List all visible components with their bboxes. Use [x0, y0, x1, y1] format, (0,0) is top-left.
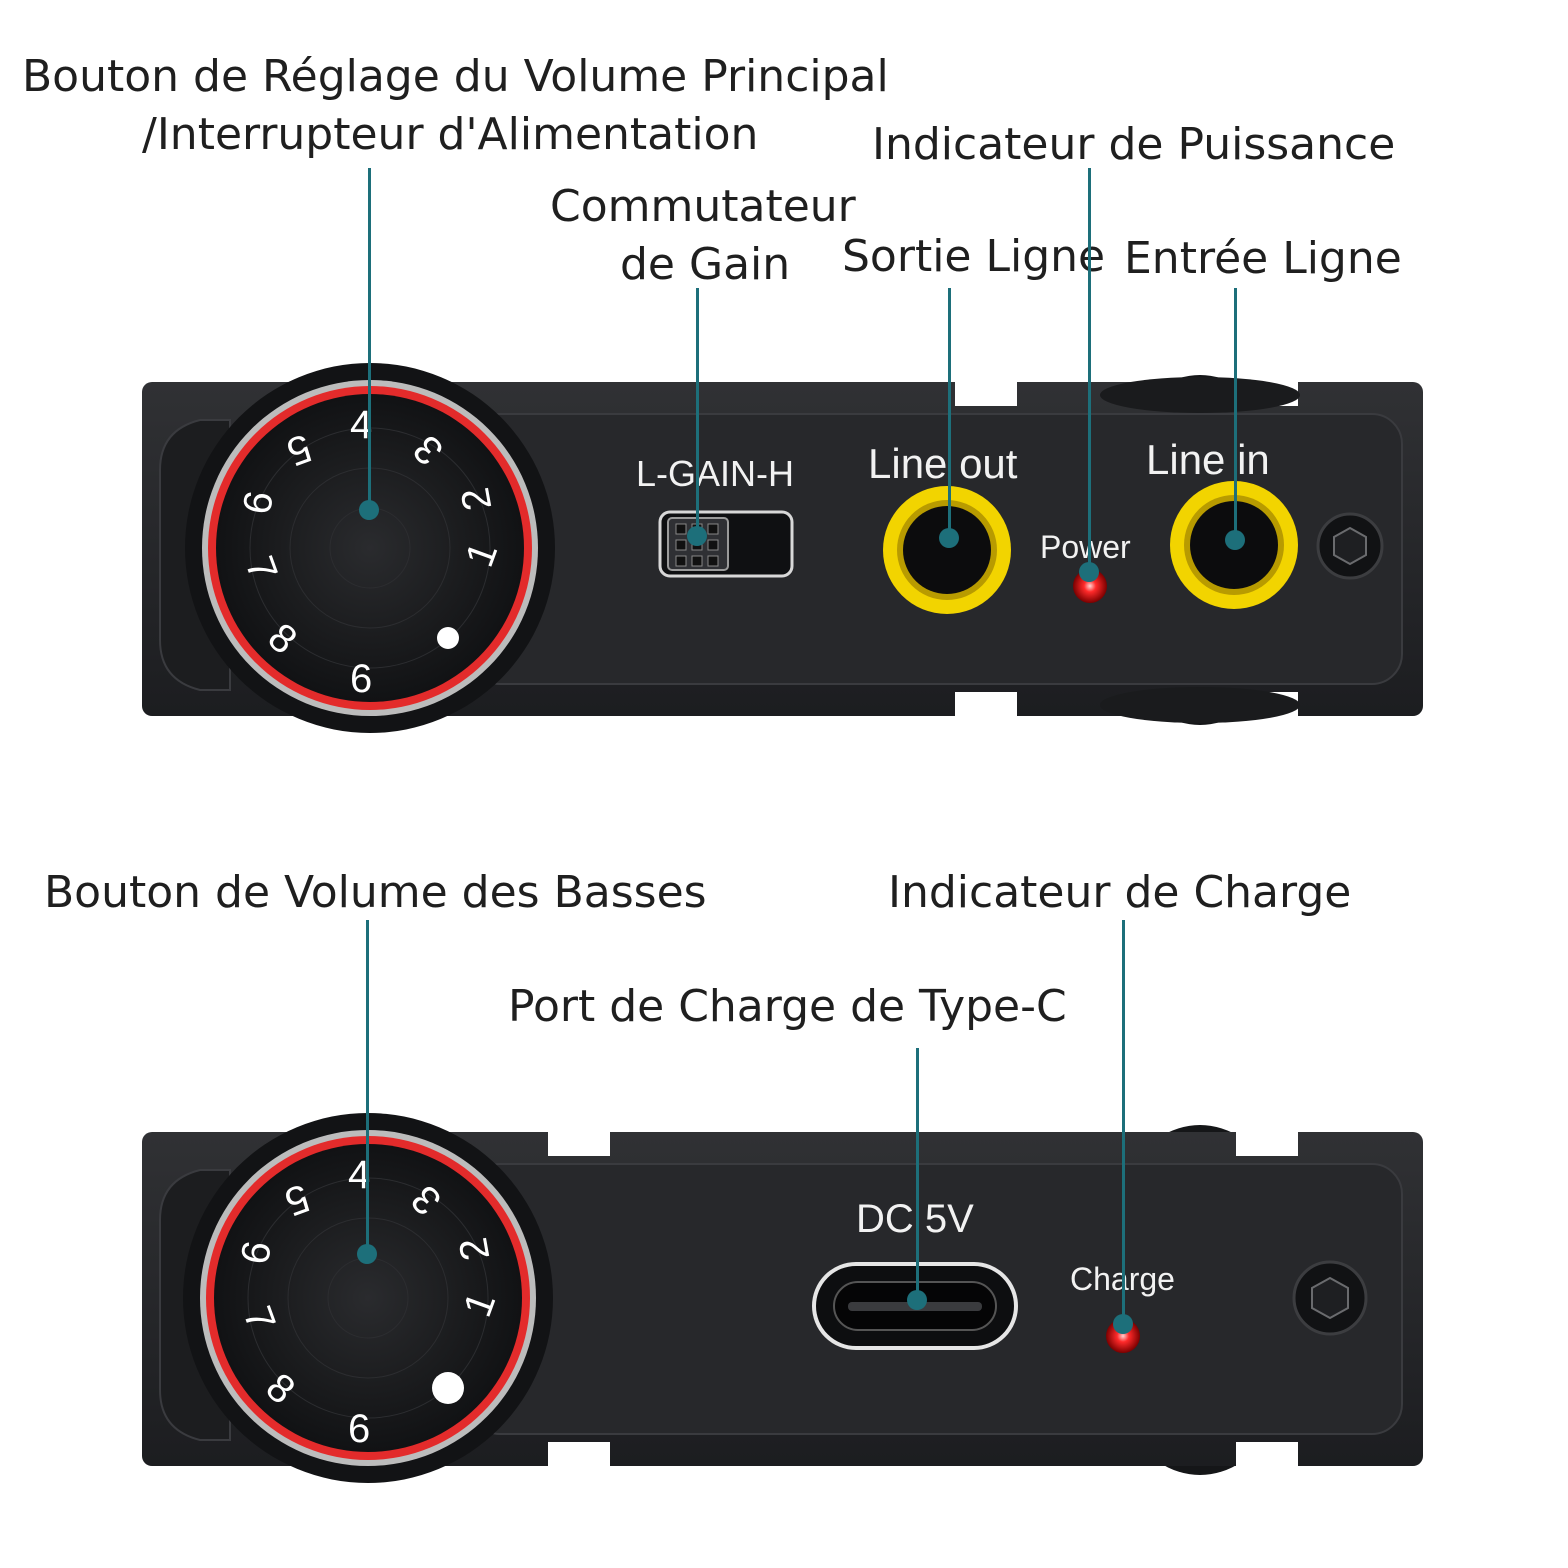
bass-volume-knob[interactable]: 1 2 3 4 5 6 7 8 9 [200, 1130, 536, 1466]
gain-switch-callout-line1: Commutateur [550, 181, 856, 232]
line-in-callout: Entrée Ligne [1124, 233, 1402, 284]
dc-device-label: DC 5V [856, 1197, 974, 1241]
bottom-device: 1 2 3 4 5 6 7 8 9 DC 5V Charge [142, 1113, 1423, 1483]
power-indicator-leader-line [1088, 168, 1091, 572]
line-out-pointer-dot [939, 528, 959, 548]
power-indicator-callout: Indicateur de Puissance [872, 119, 1396, 170]
line-in-leader-line [1234, 288, 1237, 540]
dial-number: 6 [348, 1407, 370, 1451]
bass-volume-dot-icon [432, 1372, 464, 1404]
line-in-pointer-dot [1225, 530, 1245, 550]
gain-device-label: L-GAIN-H [636, 453, 794, 494]
dial-number: 4 [350, 403, 372, 447]
bass-volume-leader-line [366, 920, 369, 1254]
gain-switch-callout-line2: de Gain [620, 239, 791, 290]
charge-indicator-leader-line [1122, 920, 1125, 1324]
dial-number: 4 [348, 1153, 370, 1197]
line-out-leader-line [948, 288, 951, 538]
type-c-port-pointer-dot [907, 1290, 927, 1310]
dial-number: 6 [350, 657, 372, 701]
bass-volume-pointer-dot [357, 1244, 377, 1264]
top-device: 1 2 3 4 5 6 7 8 9 L-GAIN-H Line out [142, 363, 1423, 733]
type-c-port-callout: Port de Charge de Type-C [508, 981, 1067, 1032]
gain-switch-leader-line [696, 288, 699, 536]
line-out-jack[interactable] [883, 486, 1011, 614]
power-device-label: Power [1040, 529, 1131, 565]
type-c-port-leader-line [916, 1048, 919, 1300]
main-volume-dot-icon [437, 627, 459, 649]
line-out-callout: Sortie Ligne [842, 231, 1106, 282]
main-volume-callout-line2: /Interrupteur d'Alimentation [142, 109, 759, 160]
main-volume-callout-line1: Bouton de Réglage du Volume Principal [22, 51, 889, 102]
main-volume-leader-line [368, 168, 371, 510]
gain-switch-pointer-dot [687, 526, 707, 546]
main-volume-pointer-dot [359, 500, 379, 520]
hex-screw-icon [1292, 1260, 1368, 1336]
main-volume-knob[interactable]: 1 2 3 4 5 6 7 8 9 [202, 380, 538, 716]
line-out-device-label: Line out [868, 440, 1018, 487]
bass-volume-callout: Bouton de Volume des Basses [44, 867, 707, 918]
charge-indicator-callout: Indicateur de Charge [888, 867, 1352, 918]
power-indicator-pointer-dot [1079, 562, 1099, 582]
line-in-device-label: Line in [1146, 436, 1270, 483]
hex-screw-icon [1316, 512, 1384, 580]
charge-indicator-pointer-dot [1113, 1314, 1133, 1334]
gain-switch[interactable] [658, 510, 794, 578]
